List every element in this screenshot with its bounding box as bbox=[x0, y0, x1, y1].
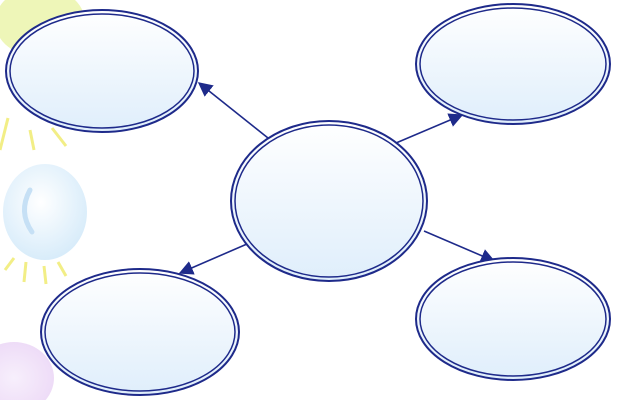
decor-ray bbox=[50, 127, 68, 147]
connectors bbox=[178, 82, 496, 275]
decor-ray bbox=[3, 257, 16, 271]
arrow-to-bottom-right bbox=[423, 230, 496, 263]
decor-purple-balloon bbox=[0, 342, 54, 400]
decor-ray bbox=[0, 117, 10, 151]
node-center bbox=[230, 120, 428, 282]
decor-ray bbox=[42, 265, 48, 285]
node-top-left bbox=[5, 9, 199, 133]
decor-ray bbox=[22, 261, 28, 283]
decor-balloon-highlight bbox=[22, 187, 35, 235]
arrow-to-top-right bbox=[395, 113, 464, 144]
decor-blue-balloon bbox=[3, 164, 87, 260]
node-top-right bbox=[415, 3, 611, 125]
decor-ray bbox=[56, 261, 68, 277]
node-bottom-left bbox=[40, 268, 240, 396]
arrow-to-bottom-left bbox=[178, 243, 248, 275]
node-bottom-right bbox=[415, 257, 611, 381]
arrow-to-top-left bbox=[197, 82, 269, 139]
decor-ray bbox=[28, 129, 36, 151]
